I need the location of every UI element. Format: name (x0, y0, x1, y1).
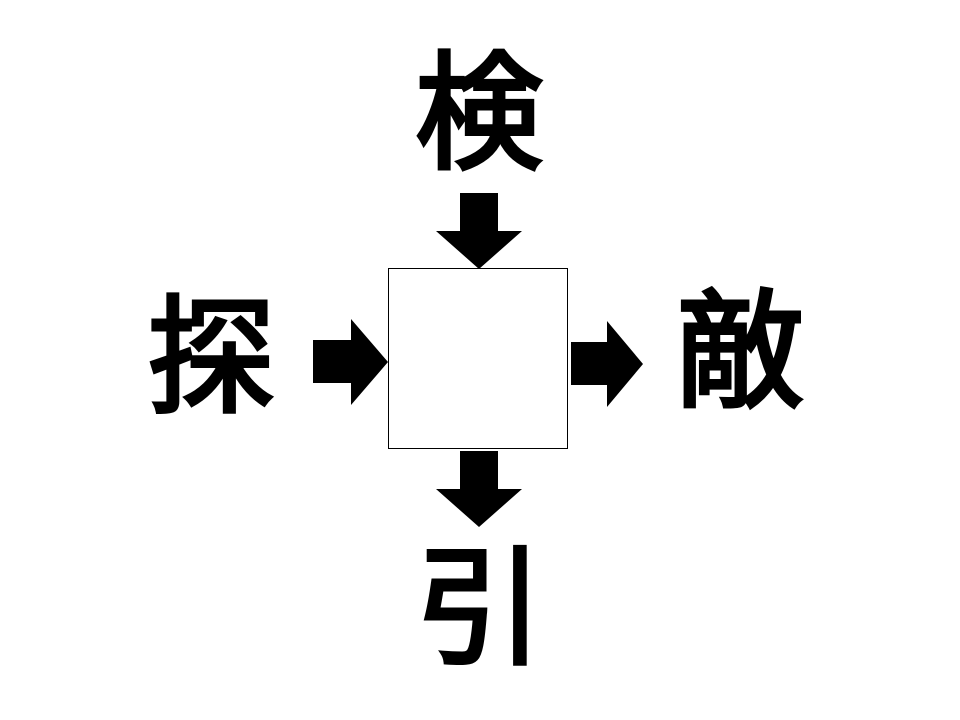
arrow-down-icon (436, 193, 522, 269)
kanji-right: 敵 (675, 278, 804, 427)
answer-box[interactable] (388, 268, 568, 449)
kanji-bottom: 引 (414, 535, 543, 684)
arrow-down-icon (436, 451, 522, 527)
arrow-right-icon (571, 321, 643, 407)
kanji-left: 探 (146, 284, 275, 433)
kanji-top: 検 (414, 40, 543, 189)
arrow-right-icon (313, 319, 388, 405)
